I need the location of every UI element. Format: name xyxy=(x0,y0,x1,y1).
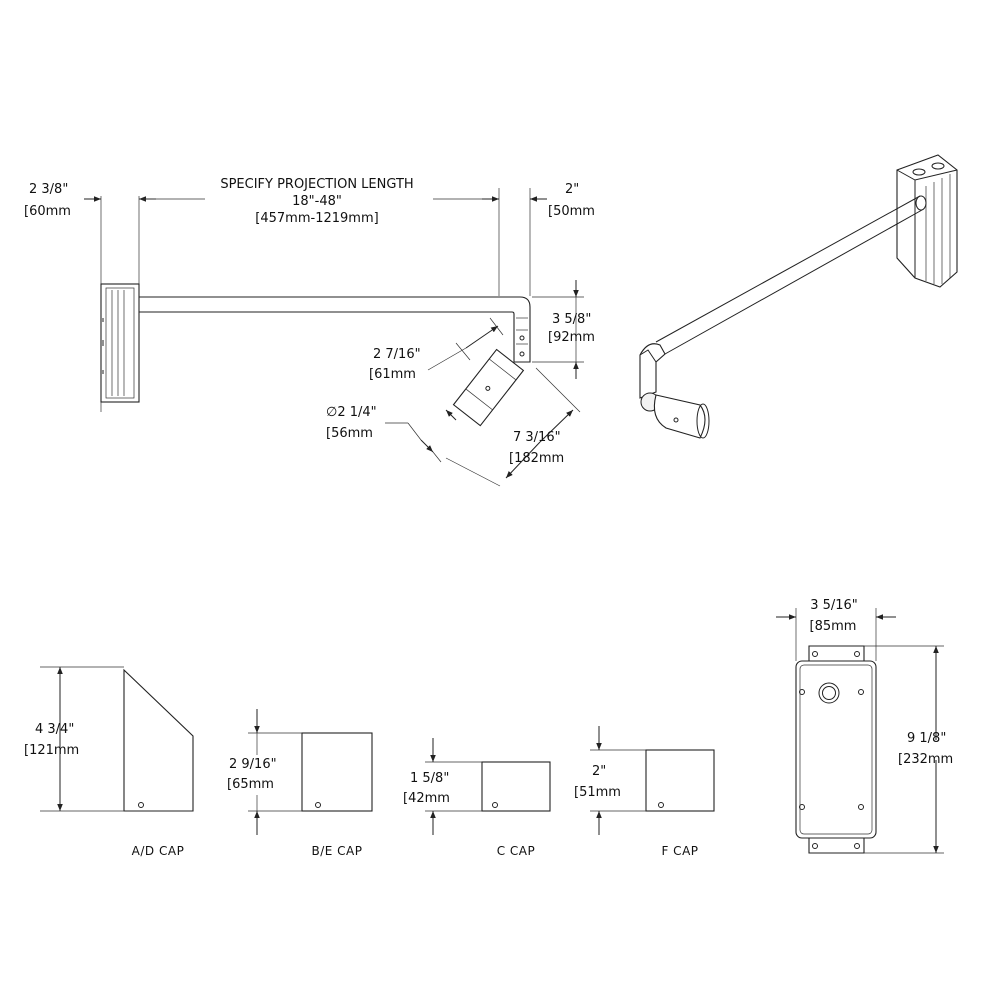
dim-f-cap-imperial: 2" xyxy=(592,764,606,779)
dim-projection-title: SPECIFY PROJECTION LENGTH xyxy=(220,177,413,192)
dim-elbow-height: 3 5/8" [92mm xyxy=(532,280,595,379)
dim-head-diameter-imperial: ∅2 1/4" xyxy=(326,405,377,420)
dim-head-length: 7 3/16" [182mm xyxy=(445,367,581,487)
be-cap: 2 9/16" [65mm B/E CAP xyxy=(227,709,373,858)
dim-elbow-width-imperial: 2" xyxy=(565,182,579,197)
dim-projection-metric: [457mm-1219mm] xyxy=(255,211,378,226)
conduit-hole-icon xyxy=(818,682,840,704)
dim-head-length-metric: [182mm xyxy=(509,451,564,466)
dim-box-height-metric: [232mm xyxy=(898,752,953,767)
dim-head-offset: 2 7/16" [61mm xyxy=(369,317,504,382)
side-view-mount-block xyxy=(100,283,140,412)
light-head-icon xyxy=(639,343,710,439)
c-cap: 1 5/8" [42mm C CAP xyxy=(403,738,551,858)
dim-be-cap-metric: [65mm xyxy=(227,777,274,792)
dim-projection-range: 18"-48" xyxy=(292,194,342,209)
dim-mount-width-imperial: 2 3/8" xyxy=(29,182,68,197)
side-view-light-head xyxy=(452,348,525,427)
dim-f-cap-metric: [51mm xyxy=(574,785,621,800)
ad-cap: 4 3/4" [121mm A/D CAP xyxy=(24,666,194,858)
f-cap-label: F CAP xyxy=(661,844,698,858)
dim-ad-cap-metric: [121mm xyxy=(24,743,79,758)
mounting-box-icon xyxy=(896,154,958,288)
back-box-front-view: 3 5/16" [85mm 9 1/8" [232mm xyxy=(776,598,953,854)
dim-projection: SPECIFY PROJECTION LENGTH 18"-48" [457mm… xyxy=(220,177,595,296)
dim-mount-width: 2 3/8" [60mm xyxy=(24,182,205,284)
dim-head-offset-metric: [61mm xyxy=(369,367,416,382)
dim-elbow-height-metric: [92mm xyxy=(548,330,595,345)
arm-icon xyxy=(655,195,927,355)
dim-elbow-height-imperial: 3 5/8" xyxy=(552,312,591,327)
f-cap: 2" [51mm F CAP xyxy=(574,726,715,858)
dim-mount-width-metric: [60mm xyxy=(24,204,71,219)
ad-cap-label: A/D CAP xyxy=(132,844,185,858)
dim-head-length-imperial: 7 3/16" xyxy=(513,430,561,445)
dim-c-cap-imperial: 1 5/8" xyxy=(410,771,449,786)
be-cap-label: B/E CAP xyxy=(312,844,363,858)
dim-box-width-metric: [85mm xyxy=(810,619,857,634)
dim-be-cap-imperial: 2 9/16" xyxy=(229,757,277,772)
dim-box-height-imperial: 9 1/8" xyxy=(907,731,946,746)
dim-ad-cap-imperial: 4 3/4" xyxy=(35,722,74,737)
c-cap-label: C CAP xyxy=(497,844,536,858)
dim-c-cap-metric: [42mm xyxy=(403,791,450,806)
side-view-arm xyxy=(139,296,531,363)
dim-elbow-width-metric: [50mm xyxy=(548,204,595,219)
dim-head-diameter-metric: [56mm xyxy=(326,426,373,441)
dim-head-diameter: ∅2 1/4" [56mm xyxy=(326,405,457,463)
screw-icon xyxy=(799,689,864,810)
dim-box-width-imperial: 3 5/16" xyxy=(810,598,858,613)
dim-head-offset-imperial: 2 7/16" xyxy=(373,347,421,362)
isometric-view xyxy=(639,154,958,439)
